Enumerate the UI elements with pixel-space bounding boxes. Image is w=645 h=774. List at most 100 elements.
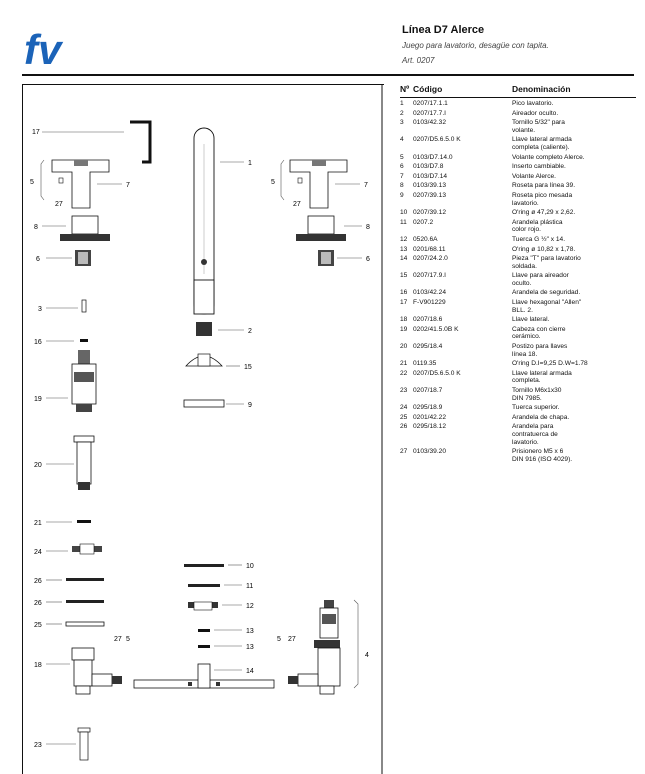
row-code: 0207/18.6 (413, 316, 443, 324)
row-number (400, 439, 413, 447)
row-number: 13 (400, 245, 408, 253)
callout-7-right: 7 (364, 182, 368, 189)
row-name: O'ring ø 10,82 x 1,78. (512, 245, 576, 253)
row-number (400, 456, 413, 464)
row-code: 0207/18.7 (413, 387, 443, 394)
row-number: 4 (400, 136, 404, 144)
row-name: completa (caliente). (512, 143, 570, 151)
table-row: volante. (400, 127, 636, 135)
row-code (413, 333, 512, 341)
callout-5-left-low: 5 (126, 636, 130, 643)
table-row: color rojo. (400, 226, 636, 234)
row-code: 0103/42.32 (413, 119, 447, 127)
row-number: 24 (400, 404, 408, 412)
row-name: Volante Alerce. (512, 172, 556, 180)
row-code: 0295/18.9 (413, 404, 443, 412)
row-name: Llave para aireador (512, 272, 569, 280)
part-21-oring: 21 (34, 520, 91, 527)
row-number (400, 333, 413, 341)
row-name: Llave lateral armada (512, 369, 572, 377)
row-name: Llave lateral armada (512, 136, 572, 144)
part-24-nut: 24 (34, 543, 102, 556)
row-name: Roseta para línea 39. (512, 182, 576, 190)
page-subtitle: Juego para lavatorio, desagüe con tapita… (402, 41, 549, 50)
part-14-t-piece: 14 (133, 663, 275, 689)
page-title: Línea D7 Alerce (402, 24, 485, 36)
row-name: Pieza "T" para lavatorio (512, 255, 581, 263)
row-code: 0207/39.13 (413, 191, 447, 199)
table-row: cerámico. (400, 333, 636, 341)
row-name: Llave hexagonal "Allen" (512, 299, 582, 307)
callout-5-right-low: 5 (277, 636, 281, 643)
row-number: 22 (400, 369, 408, 377)
callout-15: 15 (244, 364, 252, 371)
table-row: oculto. (400, 280, 636, 288)
row-code: 0207/24.2.0 (413, 255, 448, 263)
row-number (400, 144, 413, 152)
part-6-insert-right: 6 (318, 250, 370, 266)
part-left-handle: 7 5 27 (30, 159, 130, 209)
logo-text: fv (24, 26, 64, 70)
row-number: 1 (400, 100, 404, 107)
row-name: cerámico. (512, 333, 541, 341)
row-code: 0201/68.11 (413, 245, 446, 253)
callout-19: 19 (34, 396, 42, 403)
row-code (413, 307, 512, 315)
row-code: 0207/17.7.I (413, 109, 446, 117)
row-number (400, 263, 413, 271)
callout-14: 14 (246, 668, 254, 675)
row-number (400, 280, 413, 288)
row-code: 0207.2 (413, 218, 434, 226)
callout-13-b: 13 (246, 644, 254, 651)
row-number (400, 127, 413, 135)
row-code (413, 127, 512, 135)
row-number: 26 (400, 423, 408, 431)
part-26-washer-a: 26 (34, 578, 104, 585)
row-name: Arandela para (512, 423, 554, 431)
row-code (413, 280, 512, 288)
callout-16: 16 (34, 339, 42, 346)
row-name: Tuerca superior. (512, 404, 560, 412)
col-number-header: Nº (400, 84, 410, 94)
table-row: 14 0207/24.2.0 Pieza "T" para lavatorio (400, 255, 636, 263)
table-row: DIN 7985. (400, 395, 636, 403)
table-row: 24 0295/18.9 Tuerca superior. (400, 404, 636, 412)
part-20-insert: 20 (34, 435, 95, 490)
row-name: DIN 916 (ISO 4029). (512, 455, 573, 463)
row-number (400, 377, 413, 385)
row-code: 0103/D7.14.0 (413, 153, 453, 161)
row-code (413, 200, 512, 208)
row-name: Tuerca G ½" x 14. (512, 235, 566, 243)
row-code: 0202/41.5.0B K (413, 325, 459, 333)
part-1-spout: 1 (193, 127, 252, 315)
row-name: Postizo para llaves (512, 343, 568, 351)
row-name: O'ring D.I=9,25 D.W=1.78 (512, 360, 588, 368)
row-number: 9 (400, 191, 404, 199)
part-18-side-valve: 18 27 5 (34, 636, 130, 695)
table-row: completa. (400, 377, 636, 385)
callout-18: 18 (34, 662, 42, 669)
callout-11: 11 (246, 583, 253, 590)
row-number: 14 (400, 255, 408, 263)
parts-table-header: Nº Código Denominación (400, 84, 636, 98)
row-code: 0520.6A (413, 235, 438, 243)
row-number: 20 (400, 343, 408, 351)
part-2-aerator: 2 (196, 322, 252, 336)
part-4-side-valve-assembly: 4 5 27 (277, 599, 369, 695)
callout-23: 23 (34, 742, 42, 749)
callout-13: 13 (246, 628, 254, 635)
row-name: contratuerca de (512, 430, 558, 438)
callout-27-right-low: 27 (288, 636, 296, 643)
callout-7: 7 (126, 182, 130, 189)
